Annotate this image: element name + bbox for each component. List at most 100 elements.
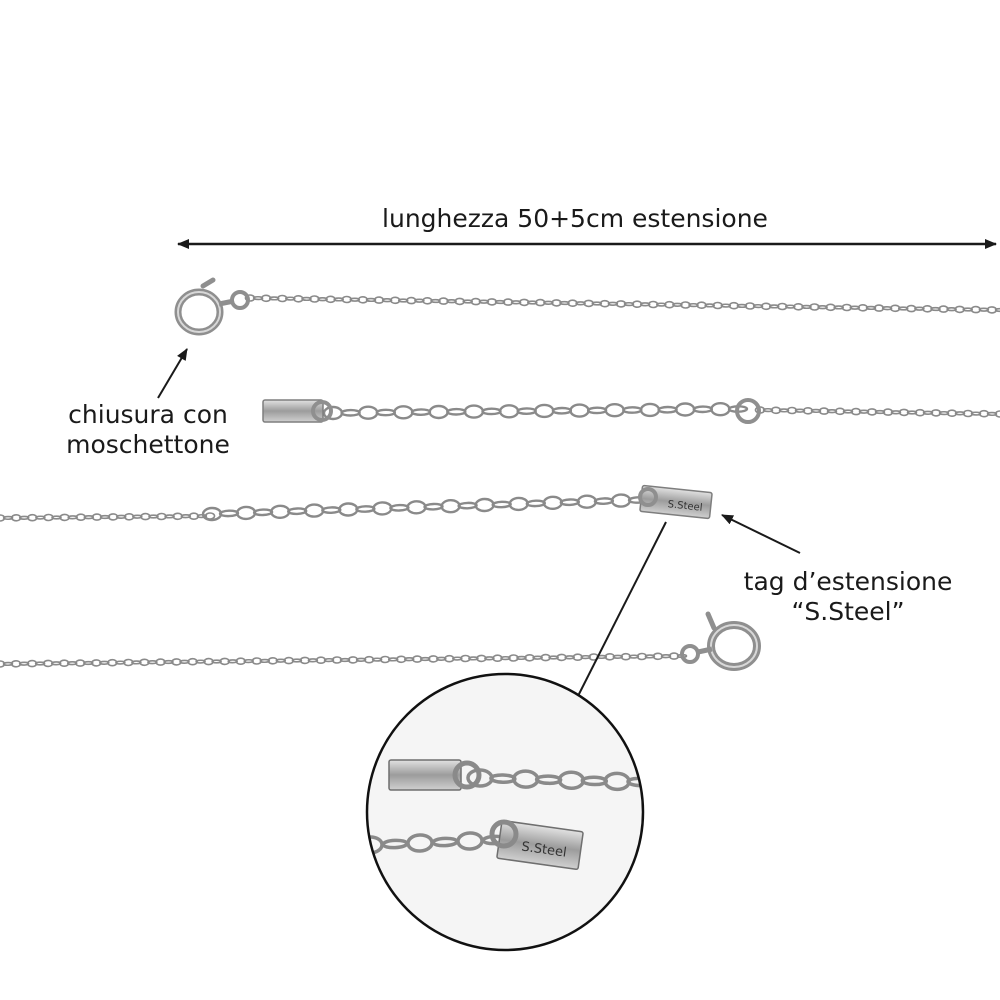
chain-link <box>321 506 342 515</box>
chain-link <box>978 307 990 312</box>
chain-link <box>115 514 127 519</box>
chain-link <box>696 301 707 310</box>
zoom-callout-line <box>576 521 667 699</box>
chain-link <box>540 653 551 662</box>
chain-link <box>268 296 280 301</box>
chain-link <box>825 303 836 312</box>
chain-strand-top <box>244 294 1000 314</box>
chain-link <box>349 297 361 302</box>
chain-link <box>668 652 680 660</box>
chain-link <box>657 405 678 414</box>
chain-link <box>50 661 62 666</box>
chain-link <box>744 302 756 310</box>
chain-link <box>10 659 22 668</box>
tag-annotation: tag d’estensione “S.Steel” <box>700 567 996 627</box>
chain-link <box>270 504 291 520</box>
chain-link <box>527 300 538 305</box>
clasp-annotation-arrow <box>157 348 188 399</box>
chain-link <box>99 660 110 665</box>
chain-link <box>147 660 158 665</box>
chain-link <box>476 654 487 663</box>
chain-link <box>580 654 591 660</box>
chain-link <box>873 304 885 312</box>
chain-link <box>535 298 546 307</box>
chain-link <box>882 408 894 416</box>
chain-link <box>567 299 578 308</box>
chain-link <box>736 303 748 309</box>
chain-link <box>770 406 782 415</box>
chain-link <box>930 409 942 417</box>
chain-link <box>954 305 965 314</box>
chain-link <box>760 302 772 311</box>
tag-engraving-text: S.Steel <box>667 499 703 514</box>
chain-strand-extension-upper <box>322 401 1000 421</box>
chain-link <box>419 656 431 662</box>
tag-annotation-arrow <box>721 514 801 554</box>
chain-link <box>440 498 461 514</box>
chain-link <box>898 408 910 417</box>
chain-link <box>564 655 575 660</box>
chain-link <box>275 658 287 663</box>
chain-link <box>379 655 391 664</box>
chain-link <box>333 297 344 302</box>
chain-link <box>481 407 502 416</box>
chain-link <box>572 653 583 662</box>
chain-link <box>0 660 6 668</box>
chain-link <box>267 656 279 665</box>
chain-link <box>139 658 150 667</box>
chain-link <box>704 303 715 308</box>
chain-link <box>688 302 699 308</box>
chain-link <box>656 302 667 307</box>
chain-link <box>946 307 957 312</box>
chain-link <box>551 299 562 307</box>
chain-link <box>83 515 95 520</box>
chain-link <box>710 401 731 417</box>
chain-link <box>468 656 479 661</box>
chain-link <box>660 654 672 659</box>
chain-link <box>636 652 648 661</box>
chain-link <box>672 302 683 307</box>
chain-link <box>397 298 409 303</box>
chain-link <box>962 409 974 418</box>
chain-link <box>801 304 812 310</box>
chain-link <box>251 657 263 665</box>
chain-link <box>865 305 877 311</box>
chain-link <box>890 410 902 415</box>
chain-link <box>664 300 675 309</box>
chain-link <box>304 503 325 518</box>
chain-link <box>340 408 361 417</box>
chain-link <box>978 409 990 418</box>
chain-link <box>639 402 661 418</box>
chain-link <box>325 295 336 304</box>
chain-link <box>938 410 950 416</box>
chain-link <box>542 495 563 511</box>
chain-link <box>484 656 495 661</box>
chain-link <box>785 304 796 309</box>
chain-link <box>446 407 467 416</box>
chain-link <box>211 659 222 664</box>
chain-link <box>315 656 327 665</box>
chain-link <box>58 659 70 668</box>
chain-link <box>922 304 933 313</box>
chain-link <box>307 658 319 663</box>
chain-link <box>897 306 909 311</box>
chain-link <box>607 301 619 306</box>
chain-link <box>393 405 414 420</box>
chain-link <box>462 299 473 304</box>
chain-link <box>235 657 246 666</box>
chain-link <box>187 657 198 666</box>
chain-link <box>826 409 838 414</box>
chain-link <box>620 652 632 661</box>
chain-link <box>381 298 393 303</box>
lobster-clasp-left <box>174 277 250 336</box>
chain-link <box>500 655 511 661</box>
chain-link <box>922 410 934 415</box>
chain-link <box>291 658 303 663</box>
chain-link <box>583 299 594 308</box>
chain-link <box>586 406 608 415</box>
chain-link <box>728 301 740 310</box>
chain-link <box>107 658 118 667</box>
chain-link <box>622 406 643 414</box>
chain-link <box>203 657 214 666</box>
chain-link <box>508 496 529 512</box>
